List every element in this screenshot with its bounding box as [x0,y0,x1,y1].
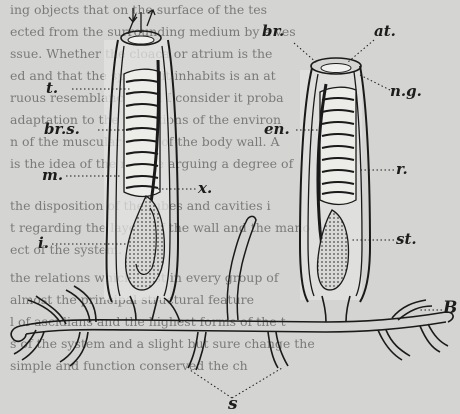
middle-branch [227,216,256,320]
label-branchial-sac-brs: br.s. [44,122,80,137]
label-nerve-ganglion-ng: n.g. [390,84,422,99]
label-intestine-i: i. [38,236,49,251]
label-stomach-st: st. [396,232,417,247]
label-x: x. [198,181,212,196]
label-endostyle-en: en. [264,122,290,137]
label-rectum-r: r. [396,162,408,177]
stolon-network [11,286,453,370]
label-branchial-br: br. [262,24,284,39]
label-atrium-at: at. [374,24,396,39]
label-bud-B: B [443,300,457,317]
label-tentacle-t: t. [46,81,58,96]
label-mantle-m: m. [42,168,63,183]
arrow-up-icon [147,10,155,26]
label-stolon-s: s [228,396,238,413]
